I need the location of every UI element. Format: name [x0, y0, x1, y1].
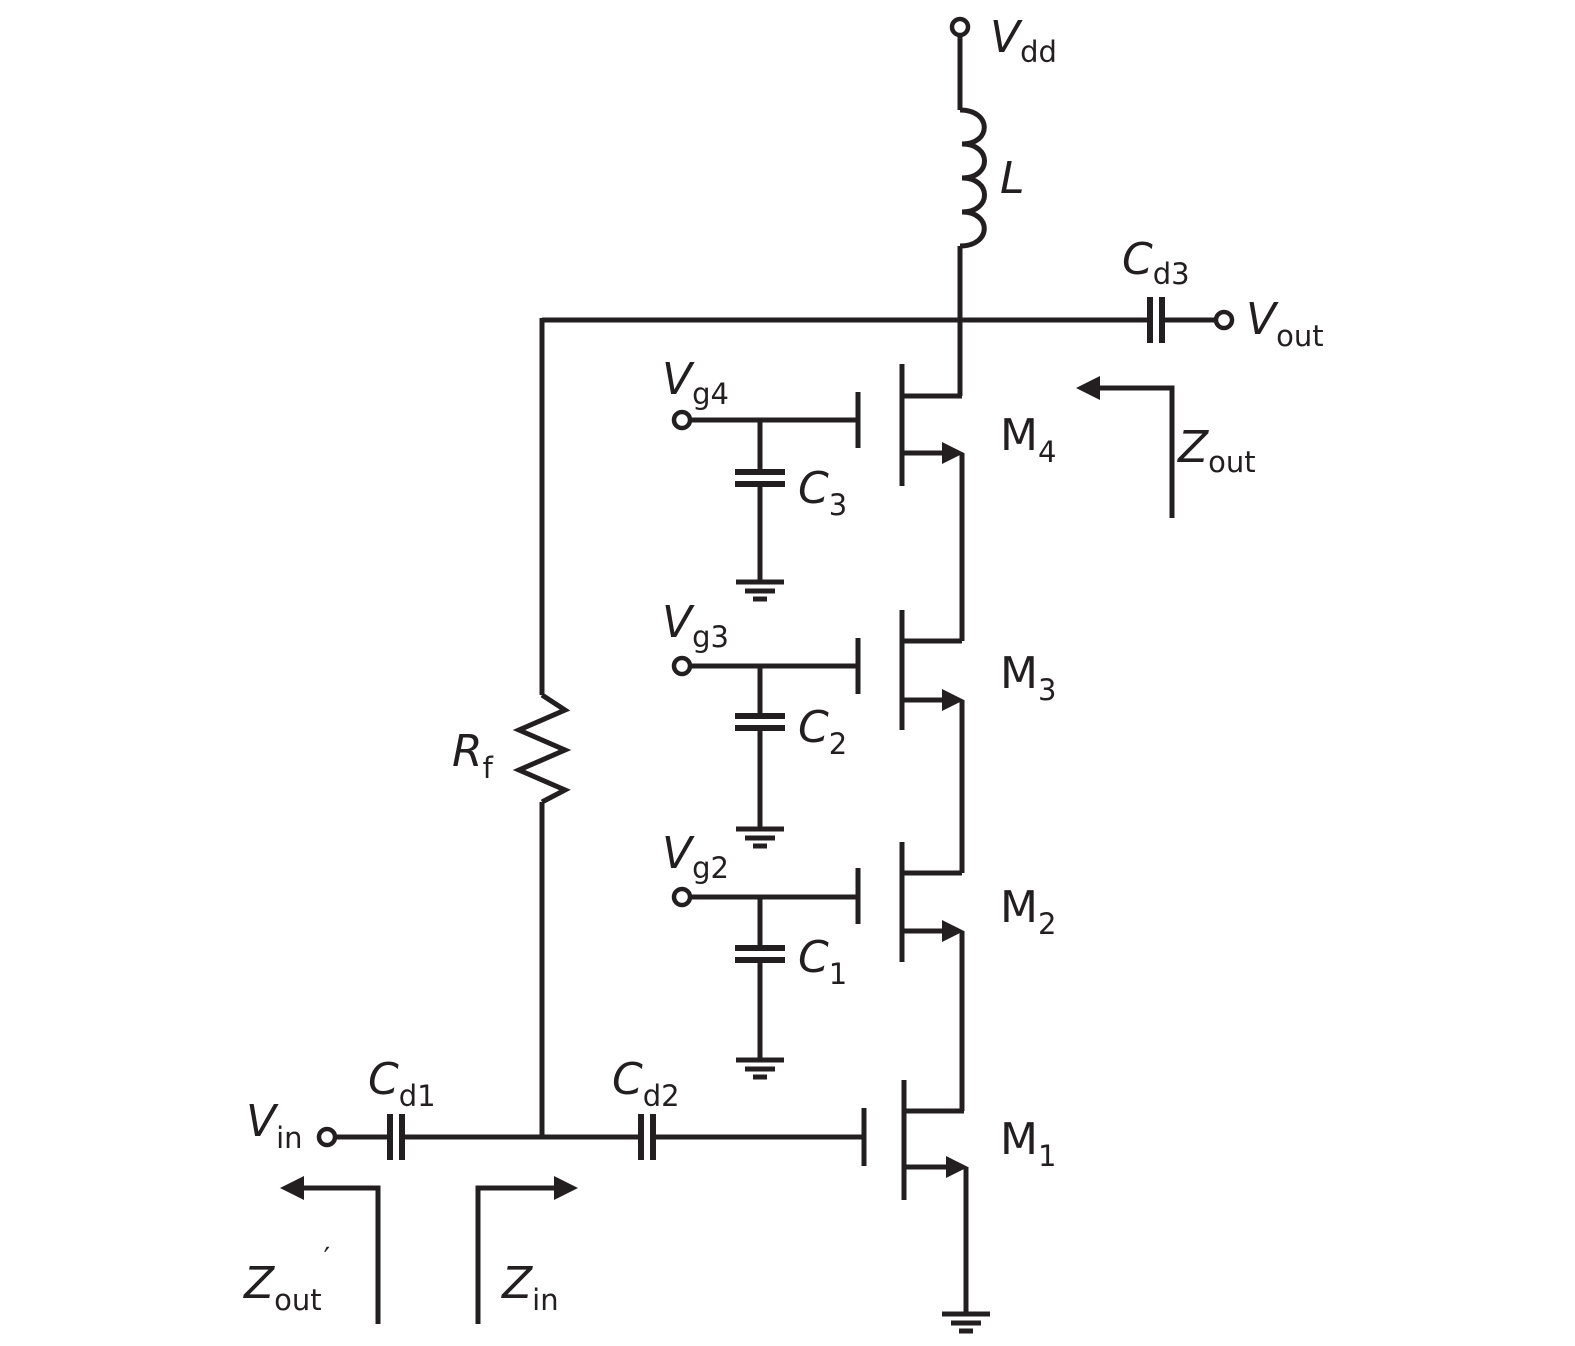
label-m4: M4: [1000, 410, 1056, 469]
vdd-terminal: [949, 16, 971, 38]
label-vin: Vin: [246, 1096, 303, 1155]
transistor-m4: [855, 364, 965, 641]
label-m3: M3: [1000, 648, 1056, 707]
input-network: [316, 1114, 864, 1160]
label-vdd: Vdd: [990, 12, 1057, 69]
zout-arrow: [1076, 376, 1175, 518]
output-branch: [542, 297, 1235, 343]
label-m2: M2: [1000, 882, 1056, 941]
label-c1: C1: [798, 932, 847, 991]
supply-branch: [902, 16, 987, 399]
feedback-resistor-branch: [512, 318, 572, 1137]
inductor-l: [959, 107, 987, 249]
label-l: L: [1000, 153, 1025, 204]
gate-network-vg2: [671, 886, 858, 1080]
zin-arrow: [475, 1176, 578, 1324]
transistor-m2: [855, 842, 965, 1111]
label-vg4: Vg4: [662, 354, 729, 411]
label-vg2: Vg2: [662, 828, 729, 885]
gate-network-vg4: [671, 409, 858, 602]
label-zout-prime: Zout′: [243, 1241, 330, 1317]
gate-network-vg3: [671, 655, 858, 849]
transistor-m3: [855, 610, 965, 873]
label-vout: Vout: [1246, 294, 1324, 353]
label-zout: Zout: [1177, 422, 1256, 479]
vout-terminal: [1213, 309, 1235, 331]
label-rf: Rf: [452, 726, 494, 785]
label-vg3: Vg3: [662, 597, 729, 654]
label-cd2: Cd2: [612, 1054, 680, 1113]
zout-prime-arrow: [280, 1176, 381, 1324]
label-c2: C2: [798, 702, 847, 761]
vin-terminal: [316, 1126, 338, 1148]
transistor-m1: [861, 1080, 990, 1334]
label-m1: M1: [1000, 1114, 1056, 1173]
label-zin: Zin: [501, 1258, 559, 1317]
label-cd3: Cd3: [1122, 234, 1190, 291]
label-c3: C3: [798, 463, 847, 522]
label-cd1: Cd1: [368, 1054, 436, 1113]
resistor-rf: [512, 692, 572, 805]
